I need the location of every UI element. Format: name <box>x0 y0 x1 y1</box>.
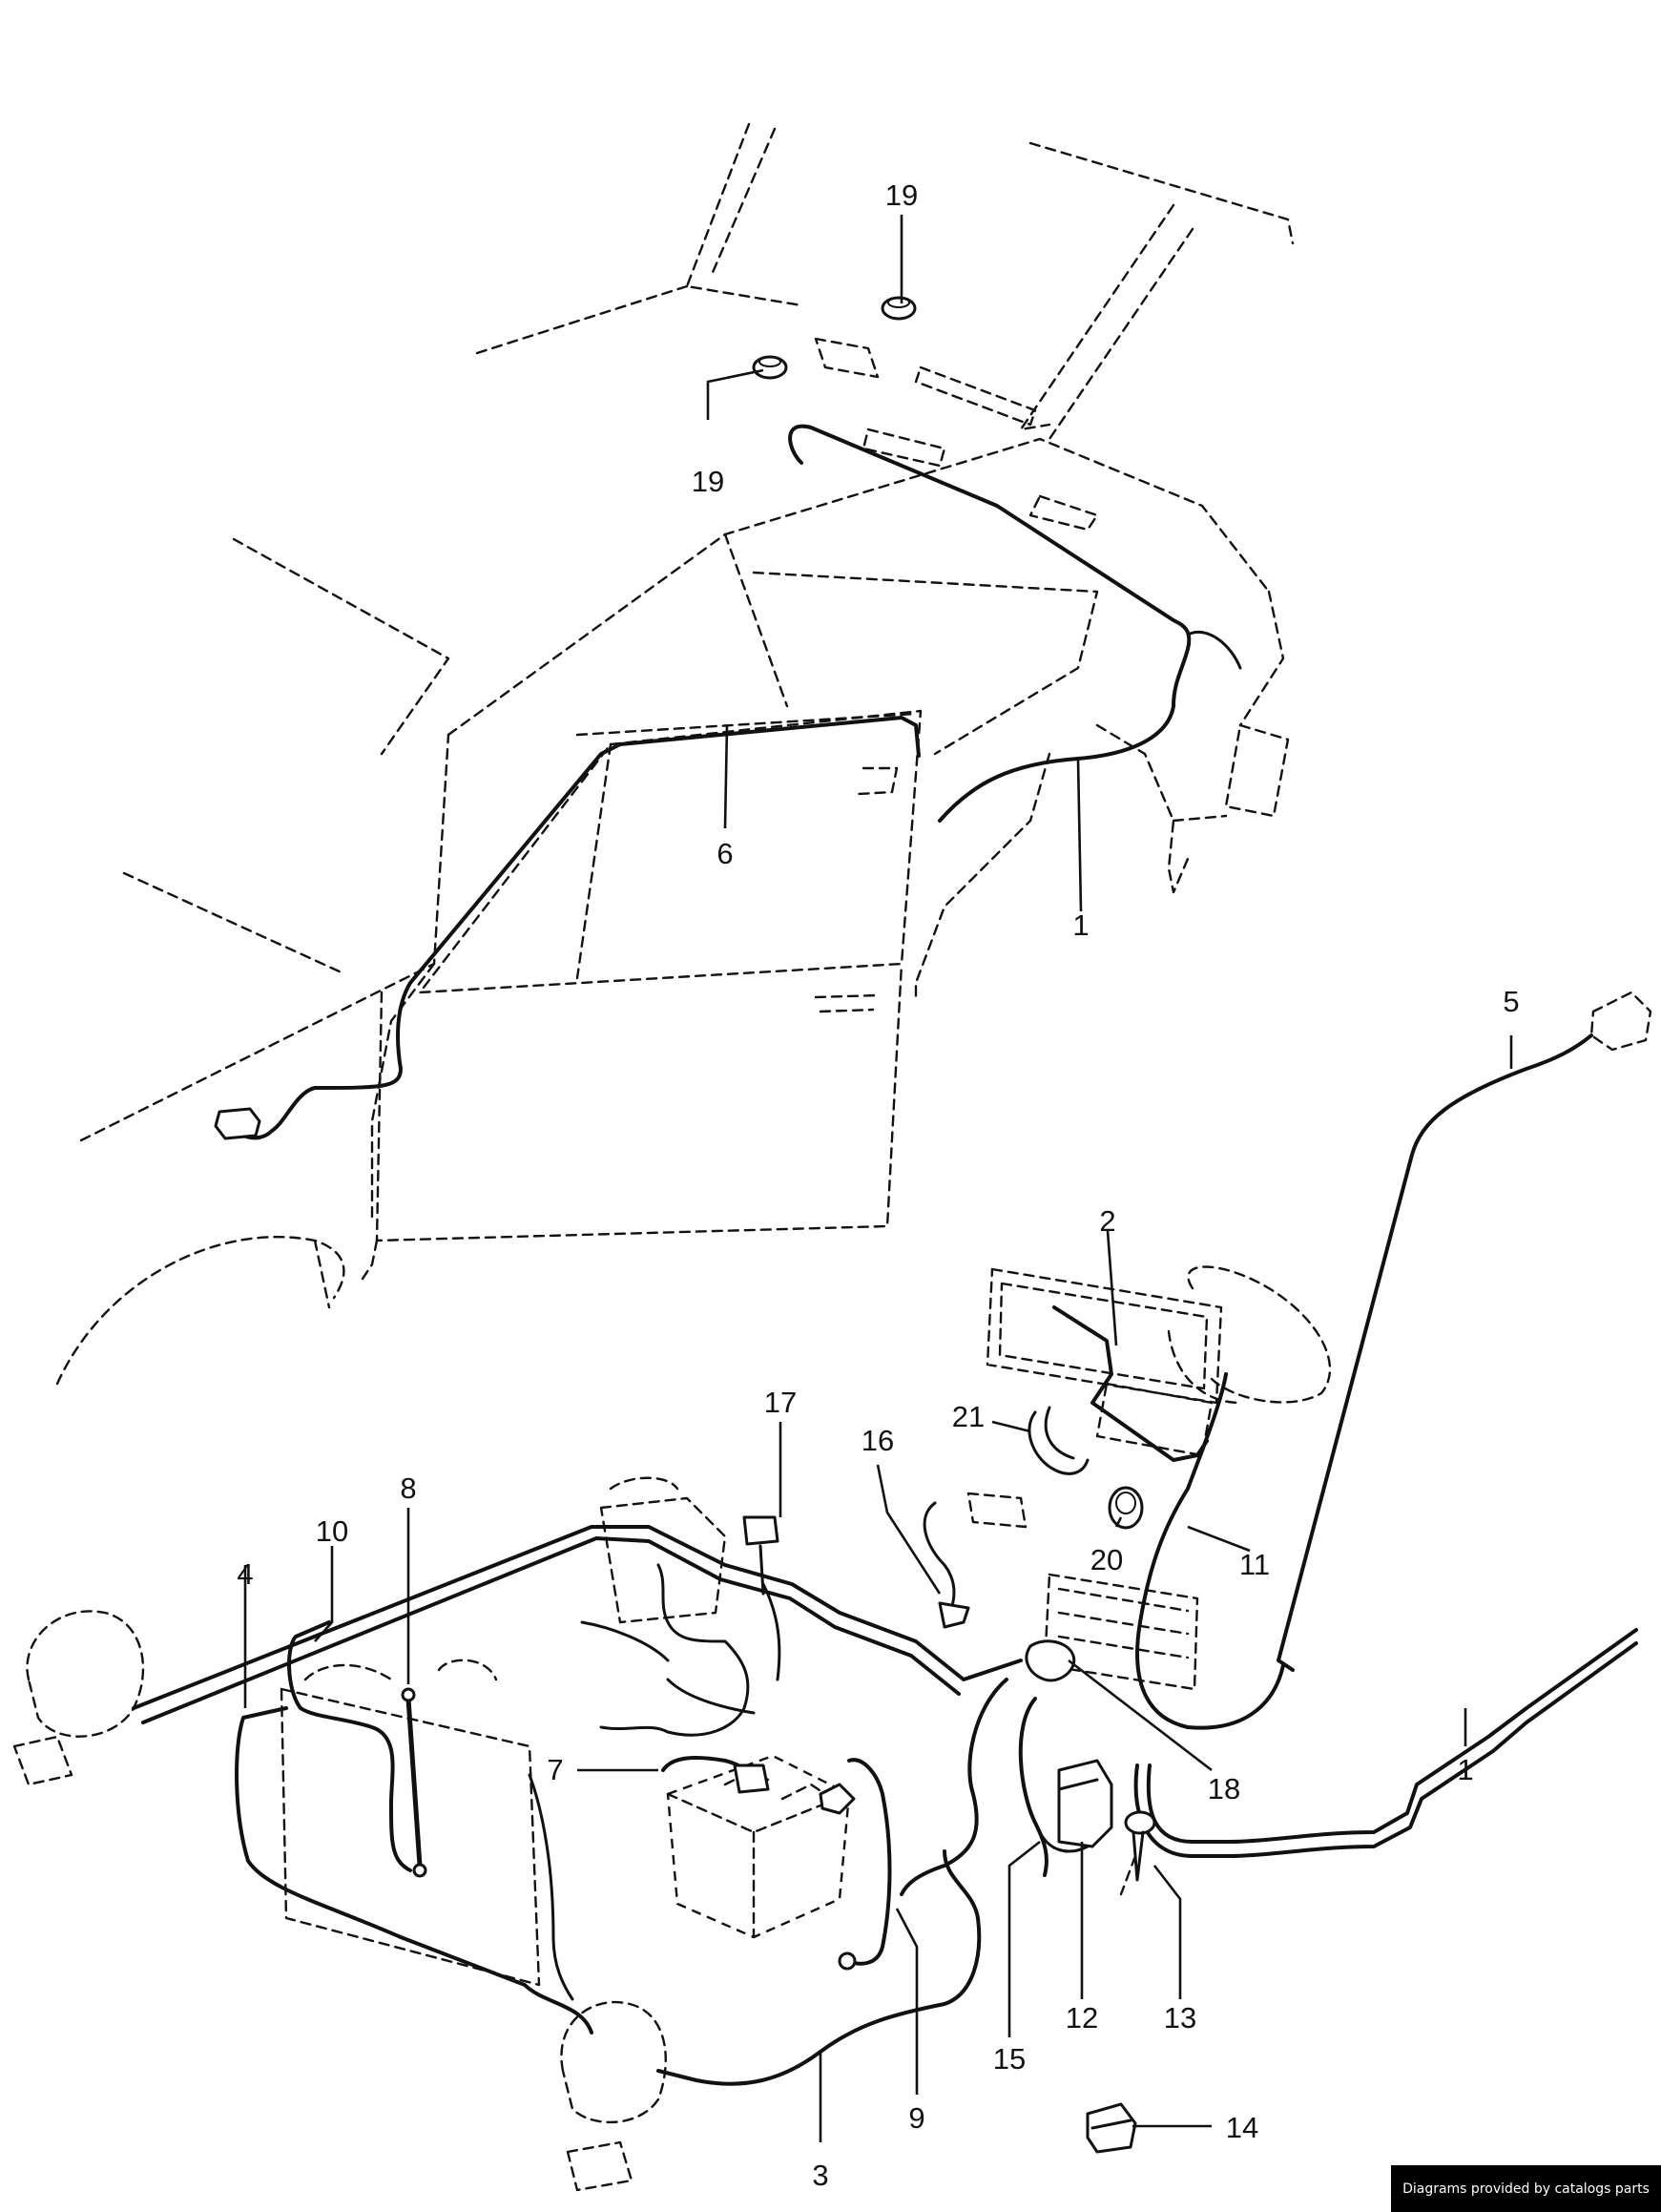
grommet-lower <box>752 355 788 380</box>
clamp-18 <box>1025 1639 1076 1682</box>
callout-15: 15 <box>993 2042 1026 2076</box>
callout-11: 11 <box>1239 1548 1270 1581</box>
callout-2: 2 <box>1099 1204 1115 1238</box>
callout-5: 5 <box>1503 985 1519 1018</box>
underbody-harness-1 <box>1133 1628 1638 1858</box>
callout-1-underbody: 1 <box>1457 1753 1473 1786</box>
callout-17: 17 <box>764 1386 797 1419</box>
connector-7 <box>661 1756 770 1794</box>
callout-18: 18 <box>1208 1772 1240 1805</box>
callout-9: 9 <box>908 2101 924 2135</box>
callout-4: 4 <box>237 1557 253 1591</box>
engine-harness <box>132 1525 1049 2086</box>
engine-bay-components <box>12 1476 851 2192</box>
footer-credit: Diagrams provided by catalogs parts <box>1391 2165 1661 2212</box>
fuse-relay-box <box>1043 1573 1199 1691</box>
sleeve-16 <box>923 1492 1028 1629</box>
clip-21 <box>1028 1406 1090 1475</box>
callout-3: 3 <box>812 2159 828 2192</box>
callout-19-lower: 19 <box>692 465 724 498</box>
roof-harness <box>788 424 1242 823</box>
grommet-20 <box>1108 1486 1144 1530</box>
callout-20: 20 <box>1090 1543 1123 1576</box>
instrument-panel-outline <box>986 1265 1332 1457</box>
screw-13 <box>1119 1810 1156 1896</box>
vehicle-body-outline <box>55 122 1295 1386</box>
leader-lines <box>243 215 1513 2142</box>
callout-1-roof: 1 <box>1072 908 1089 942</box>
callout-6: 6 <box>716 837 733 870</box>
door-harness <box>214 716 921 1140</box>
dash-harness <box>1052 1305 1285 1730</box>
callout-21: 21 <box>952 1400 985 1433</box>
callout-7: 7 <box>547 1753 563 1786</box>
callout-8: 8 <box>400 1471 416 1505</box>
callout-19-upper: 19 <box>885 178 918 212</box>
grommet-upper <box>881 296 917 321</box>
relay-bracket-12 <box>1057 1759 1113 1848</box>
clip-14 <box>1086 2102 1137 2154</box>
callout-labels: 19 19 6 1 5 2 21 16 17 8 10 4 20 11 7 18… <box>237 178 1519 2192</box>
callout-10: 10 <box>316 1514 348 1548</box>
callout-12: 12 <box>1066 2001 1098 2035</box>
rear-harness-5 <box>1277 991 1652 1672</box>
callout-14: 14 <box>1226 2111 1258 2144</box>
bracket-17 <box>742 1515 779 1596</box>
callout-16: 16 <box>862 1424 894 1457</box>
callout-13: 13 <box>1164 2001 1196 2035</box>
